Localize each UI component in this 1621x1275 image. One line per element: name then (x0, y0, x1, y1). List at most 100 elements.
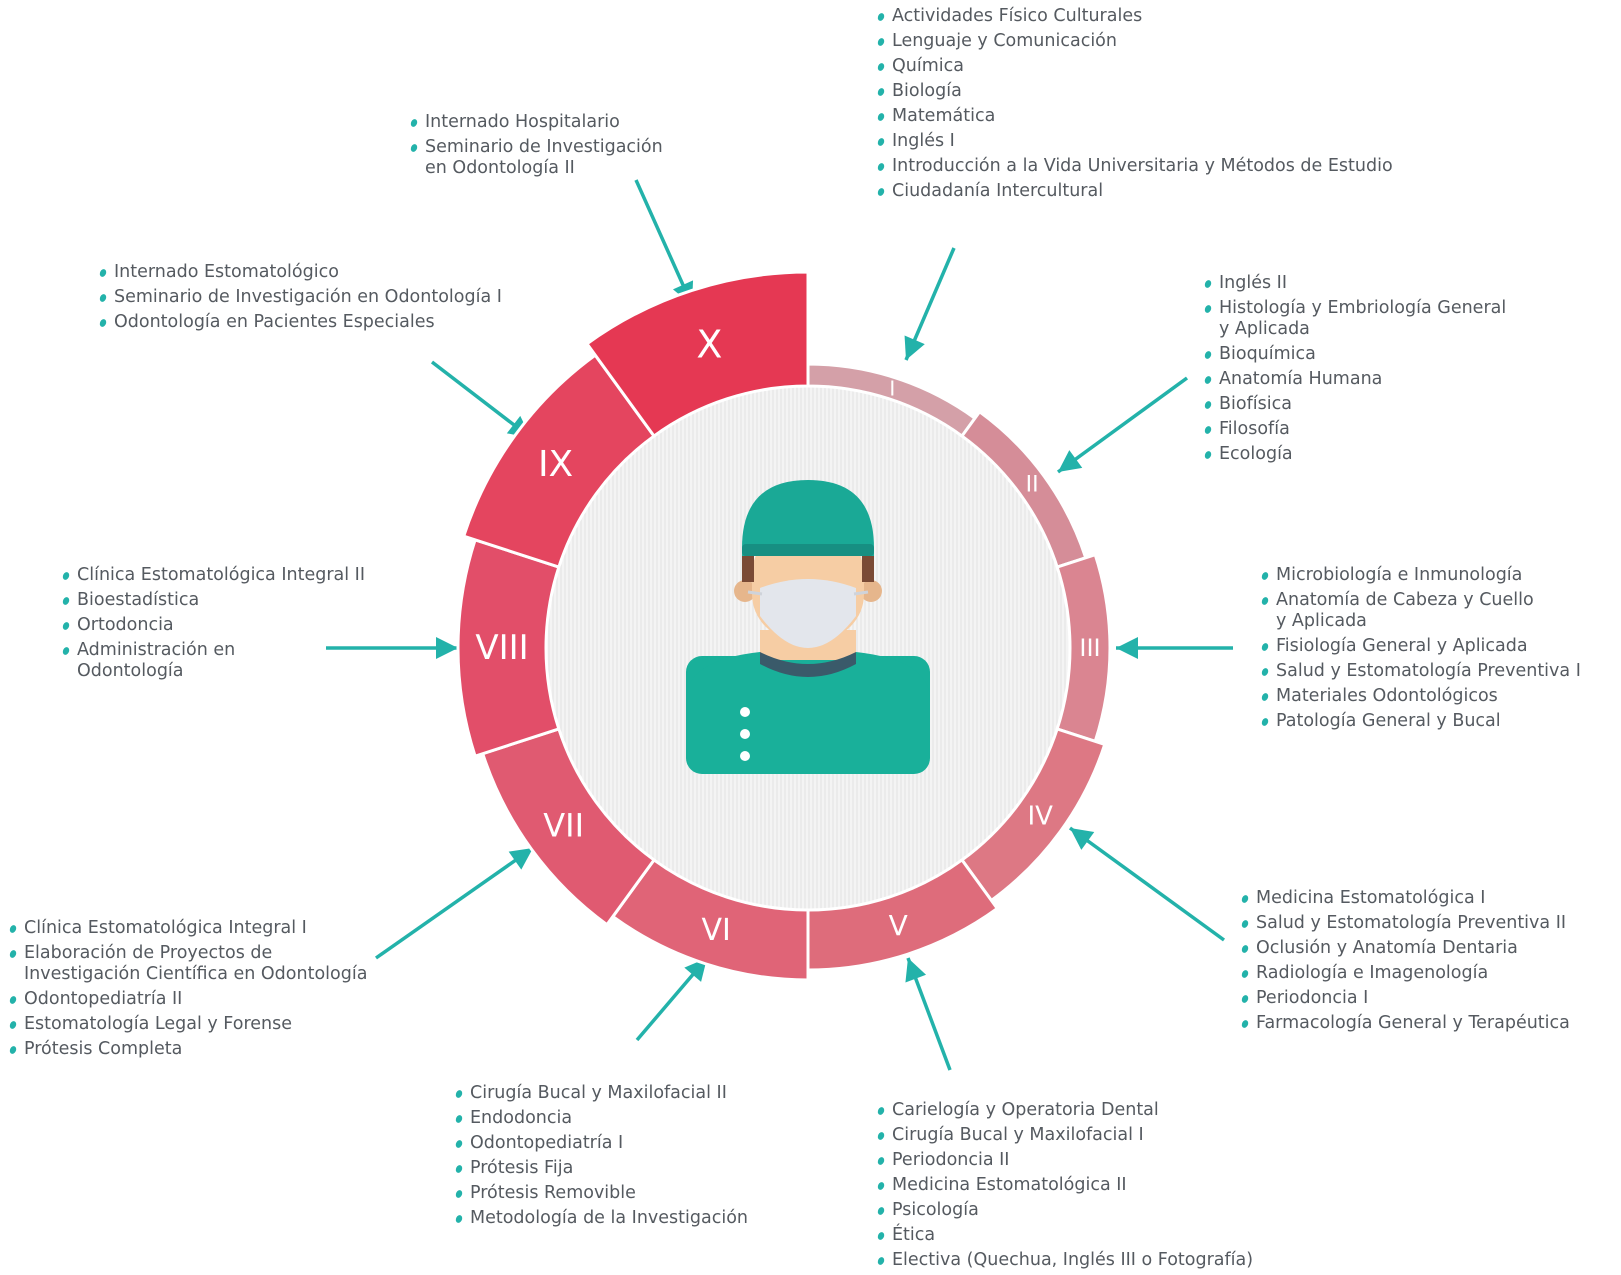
course-item: Cirugía Bucal y Maxilofacial I (876, 1125, 1296, 1146)
course-name: Odontopediatría I (470, 1133, 624, 1153)
teal-dot-icon (409, 118, 419, 128)
teal-dot-icon (8, 949, 18, 959)
course-item: Administración en Odontología (61, 640, 401, 682)
course-name: Cirugía Bucal y Maxilofacial I (892, 1125, 1144, 1145)
teal-dot-icon (61, 621, 71, 631)
course-item: Salud y Estomatología Preventiva I (1260, 661, 1605, 682)
course-item: Odontopediatría II (8, 989, 428, 1010)
course-name: Salud y Estomatología Preventiva I (1276, 661, 1581, 681)
course-item: Cirugía Bucal y Maxilofacial II (454, 1083, 794, 1104)
course-item: Prótesis Removible (454, 1183, 794, 1204)
course-item: Ortodoncia (61, 615, 401, 636)
teal-dot-icon (1240, 894, 1250, 904)
connector-arrowhead-vii (508, 848, 533, 870)
course-item: Biología (876, 81, 1476, 102)
teal-dot-icon (876, 12, 886, 22)
course-item: Biofísica (1203, 394, 1563, 415)
course-name: Fisiología General y Aplicada (1276, 636, 1528, 656)
teal-dot-icon (876, 1181, 886, 1191)
teal-dot-icon (876, 62, 886, 72)
course-item: Medicina Estomatológica II (876, 1175, 1296, 1196)
course-name: Internado Estomatológico (114, 262, 339, 282)
course-name: Prótesis Fija (470, 1158, 574, 1178)
ring-segment-x (584, 270, 810, 439)
course-name: Matemática (892, 106, 996, 126)
teal-dot-icon (61, 596, 71, 606)
course-name: Periodoncia I (1256, 988, 1369, 1008)
teal-dot-icon (876, 137, 886, 147)
course-item: Ecología (1203, 444, 1563, 465)
semester-numeral-iv: IV (1027, 802, 1053, 832)
course-item: Prótesis Fija (454, 1158, 794, 1179)
teal-dot-icon (1260, 667, 1270, 677)
teal-dot-icon (1260, 642, 1270, 652)
connector-line-x (634, 179, 694, 306)
teal-dot-icon (98, 293, 108, 303)
teal-dot-icon (8, 1045, 18, 1055)
course-item: Materiales Odontológicos (1260, 686, 1605, 707)
teal-dot-icon (454, 1114, 464, 1124)
teal-dot-icon (454, 1139, 464, 1149)
teal-dot-icon (876, 112, 886, 122)
teal-dot-icon (1203, 304, 1213, 314)
teal-dot-icon (1240, 969, 1250, 979)
course-name: Prótesis Removible (470, 1183, 636, 1203)
teal-dot-icon (8, 1020, 18, 1030)
teal-dot-icon (61, 646, 71, 656)
course-item: Prótesis Completa (8, 1039, 428, 1060)
course-item: Clínica Estomatológica Integral I (8, 918, 428, 939)
connector-arrowhead-v (905, 958, 927, 983)
semester-numeral-vi: VI (702, 913, 731, 948)
teal-dot-icon (1203, 400, 1213, 410)
teal-dot-icon (1240, 919, 1250, 929)
course-name: Inglés I (892, 131, 955, 151)
course-item: Microbiología e Inmunología (1260, 565, 1605, 586)
semester-numeral-ix: IX (538, 444, 573, 485)
course-item: Odontología en Pacientes Especiales (98, 312, 558, 333)
course-item: Introducción a la Vida Universitaria y M… (876, 156, 1476, 177)
course-name: Prótesis Completa (24, 1039, 183, 1059)
course-item: Histología y Embriología General y Aplic… (1203, 298, 1563, 340)
course-item: Fisiología General y Aplicada (1260, 636, 1605, 657)
course-item: Psicología (876, 1200, 1296, 1221)
teal-dot-icon (1203, 375, 1213, 385)
teal-dot-icon (876, 1231, 886, 1241)
course-item: Internado Estomatológico (98, 262, 558, 283)
course-item: Odontopediatría I (454, 1133, 794, 1154)
course-item: Ciudadanía Intercultural (876, 181, 1476, 202)
course-item: Internado Hospitalario (409, 112, 699, 133)
course-name: Seminario de Investigación en Odontologí… (425, 137, 663, 178)
course-item: Medicina Estomatológica I (1240, 888, 1610, 909)
course-item: Periodoncia II (876, 1150, 1296, 1171)
course-name: Internado Hospitalario (425, 112, 620, 132)
course-name: Inglés II (1219, 273, 1287, 293)
course-name: Odontopediatría II (24, 989, 183, 1009)
teal-dot-icon (876, 1106, 886, 1116)
course-item: Oclusión y Anatomía Dentaria (1240, 938, 1610, 959)
course-name: Materiales Odontológicos (1276, 686, 1498, 706)
course-name: Introducción a la Vida Universitaria y M… (892, 156, 1393, 176)
course-name: Química (892, 56, 964, 76)
teal-dot-icon (876, 1156, 886, 1166)
course-name: Seminario de Investigación en Odontologí… (114, 287, 502, 307)
teal-dot-icon (409, 143, 419, 153)
connector-line-ii (1056, 376, 1189, 474)
course-name: Metodología de la Investigación (470, 1208, 748, 1228)
course-name: Medicina Estomatológica II (892, 1175, 1127, 1195)
teal-dot-icon (98, 268, 108, 278)
course-name: Filosofía (1219, 419, 1290, 439)
teal-dot-icon (876, 187, 886, 197)
teal-dot-icon (876, 87, 886, 97)
course-name: Biología (892, 81, 962, 101)
connector-arrowhead-viii (436, 637, 458, 659)
course-name: Cirugía Bucal y Maxilofacial II (470, 1083, 727, 1103)
course-item: Lenguaje y Comunicación (876, 31, 1476, 52)
semester-numeral-v: V (889, 909, 908, 942)
course-item: Carielogía y Operatoria Dental (876, 1100, 1296, 1121)
